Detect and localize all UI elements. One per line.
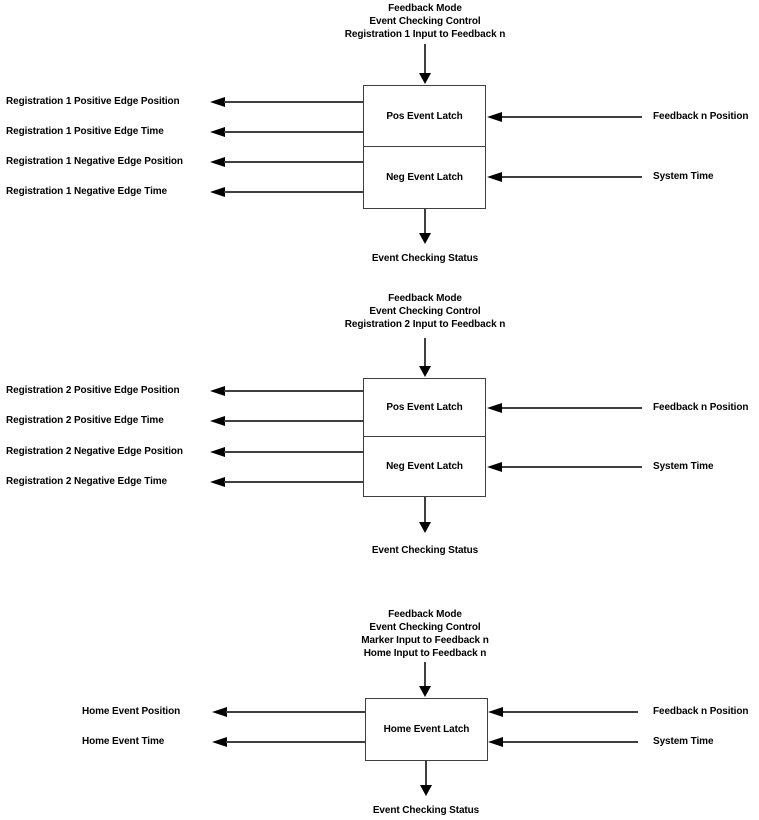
pos-event-latch-cell: Pos Event Latch xyxy=(364,86,485,147)
input-arrow-line xyxy=(502,176,642,178)
header-line: Marker Input to Feedback n xyxy=(361,635,489,646)
output-label: Registration 1 Positive Edge Position xyxy=(6,96,180,107)
pos-event-latch-cell: Pos Event Latch xyxy=(364,379,485,437)
down-arrow-icon xyxy=(419,233,431,244)
output-label: Registration 2 Positive Edge Time xyxy=(6,415,164,426)
left-arrow-icon xyxy=(210,447,225,457)
header-line: Event Checking Control xyxy=(369,622,481,633)
left-arrow-icon xyxy=(488,737,503,747)
control-input-arrow-stem xyxy=(424,662,426,686)
header-line: Event Checking Control xyxy=(369,16,481,27)
control-input-arrow-stem xyxy=(424,338,426,366)
event-latch-box: Home Event Latch xyxy=(365,698,488,761)
input-arrow-line xyxy=(503,711,638,713)
left-arrow-icon xyxy=(488,707,503,717)
home-event-latch-cell: Home Event Latch xyxy=(383,724,470,735)
status-arrow-stem xyxy=(424,497,426,522)
status-arrow-stem xyxy=(425,761,427,785)
header-text: Feedback Mode Event Checking Control Mar… xyxy=(275,608,575,660)
output-label: Registration 2 Positive Edge Position xyxy=(6,385,180,396)
left-arrow-icon xyxy=(210,386,225,396)
header-line: Registration 1 Input to Feedback n xyxy=(344,29,506,40)
header-line: Event Checking Control xyxy=(369,306,481,317)
neg-event-latch-cell: Neg Event Latch xyxy=(386,461,463,472)
input-arrow-line xyxy=(502,407,642,409)
left-arrow-icon xyxy=(212,737,227,747)
output-label: Registration 1 Negative Edge Position xyxy=(6,156,183,167)
control-input-arrow-stem xyxy=(424,44,426,73)
down-arrow-icon xyxy=(419,73,431,84)
output-arrow-line xyxy=(224,481,363,483)
event-latch-box: Pos Event Latch Neg Event Latch xyxy=(363,378,486,497)
status-arrow-stem xyxy=(424,209,426,233)
output-label: Registration 2 Negative Edge Time xyxy=(6,476,168,487)
header-line: Registration 2 Input to Feedback n xyxy=(344,319,506,330)
left-arrow-icon xyxy=(210,97,225,107)
status-label: Event Checking Status xyxy=(371,253,479,264)
status-label: Event Checking Status xyxy=(372,805,480,816)
header-line: Feedback Mode xyxy=(388,3,462,14)
left-arrow-icon xyxy=(487,462,502,472)
output-label: Home Event Time xyxy=(82,736,165,747)
header-text: Feedback Mode Event Checking Control Reg… xyxy=(275,2,575,41)
output-arrow-line xyxy=(224,420,363,422)
status-label: Event Checking Status xyxy=(371,545,479,556)
input-label: System Time xyxy=(653,461,714,472)
left-arrow-icon xyxy=(487,112,502,122)
output-arrow-line xyxy=(224,191,363,193)
left-arrow-icon xyxy=(210,127,225,137)
output-arrow-line xyxy=(224,451,363,453)
input-arrow-line xyxy=(502,466,642,468)
header-line: Home Input to Feedback n xyxy=(363,648,487,659)
output-label: Registration 1 Negative Edge Time xyxy=(6,186,168,197)
left-arrow-icon xyxy=(210,187,225,197)
input-arrow-line xyxy=(503,741,638,743)
event-latch-box: Pos Event Latch Neg Event Latch xyxy=(363,85,486,209)
down-arrow-icon xyxy=(419,686,431,697)
down-arrow-icon xyxy=(419,366,431,377)
output-arrow-line xyxy=(224,161,363,163)
neg-event-latch-cell: Neg Event Latch xyxy=(386,172,463,183)
input-label: Feedback n Position xyxy=(653,111,749,122)
input-label: Feedback n Position xyxy=(653,402,749,413)
down-arrow-icon xyxy=(419,522,431,533)
output-label: Registration 1 Positive Edge Time xyxy=(6,126,164,137)
left-arrow-icon xyxy=(210,157,225,167)
output-arrow-line xyxy=(224,101,363,103)
output-label: Registration 2 Negative Edge Position xyxy=(6,446,183,457)
header-line: Feedback Mode xyxy=(388,293,462,304)
header-text: Feedback Mode Event Checking Control Reg… xyxy=(275,292,575,331)
input-label: Feedback n Position xyxy=(653,706,749,717)
header-line: Feedback Mode xyxy=(388,609,462,620)
output-arrow-line xyxy=(224,390,363,392)
left-arrow-icon xyxy=(487,172,502,182)
input-label: System Time xyxy=(653,171,714,182)
down-arrow-icon xyxy=(420,785,432,796)
left-arrow-icon xyxy=(212,707,227,717)
left-arrow-icon xyxy=(210,477,225,487)
output-arrow-line xyxy=(224,131,363,133)
left-arrow-icon xyxy=(487,403,502,413)
input-label: System Time xyxy=(653,736,714,747)
output-label: Home Event Position xyxy=(82,706,181,717)
output-arrow-line xyxy=(226,711,365,713)
left-arrow-icon xyxy=(210,416,225,426)
output-arrow-line xyxy=(226,741,365,743)
input-arrow-line xyxy=(502,116,642,118)
